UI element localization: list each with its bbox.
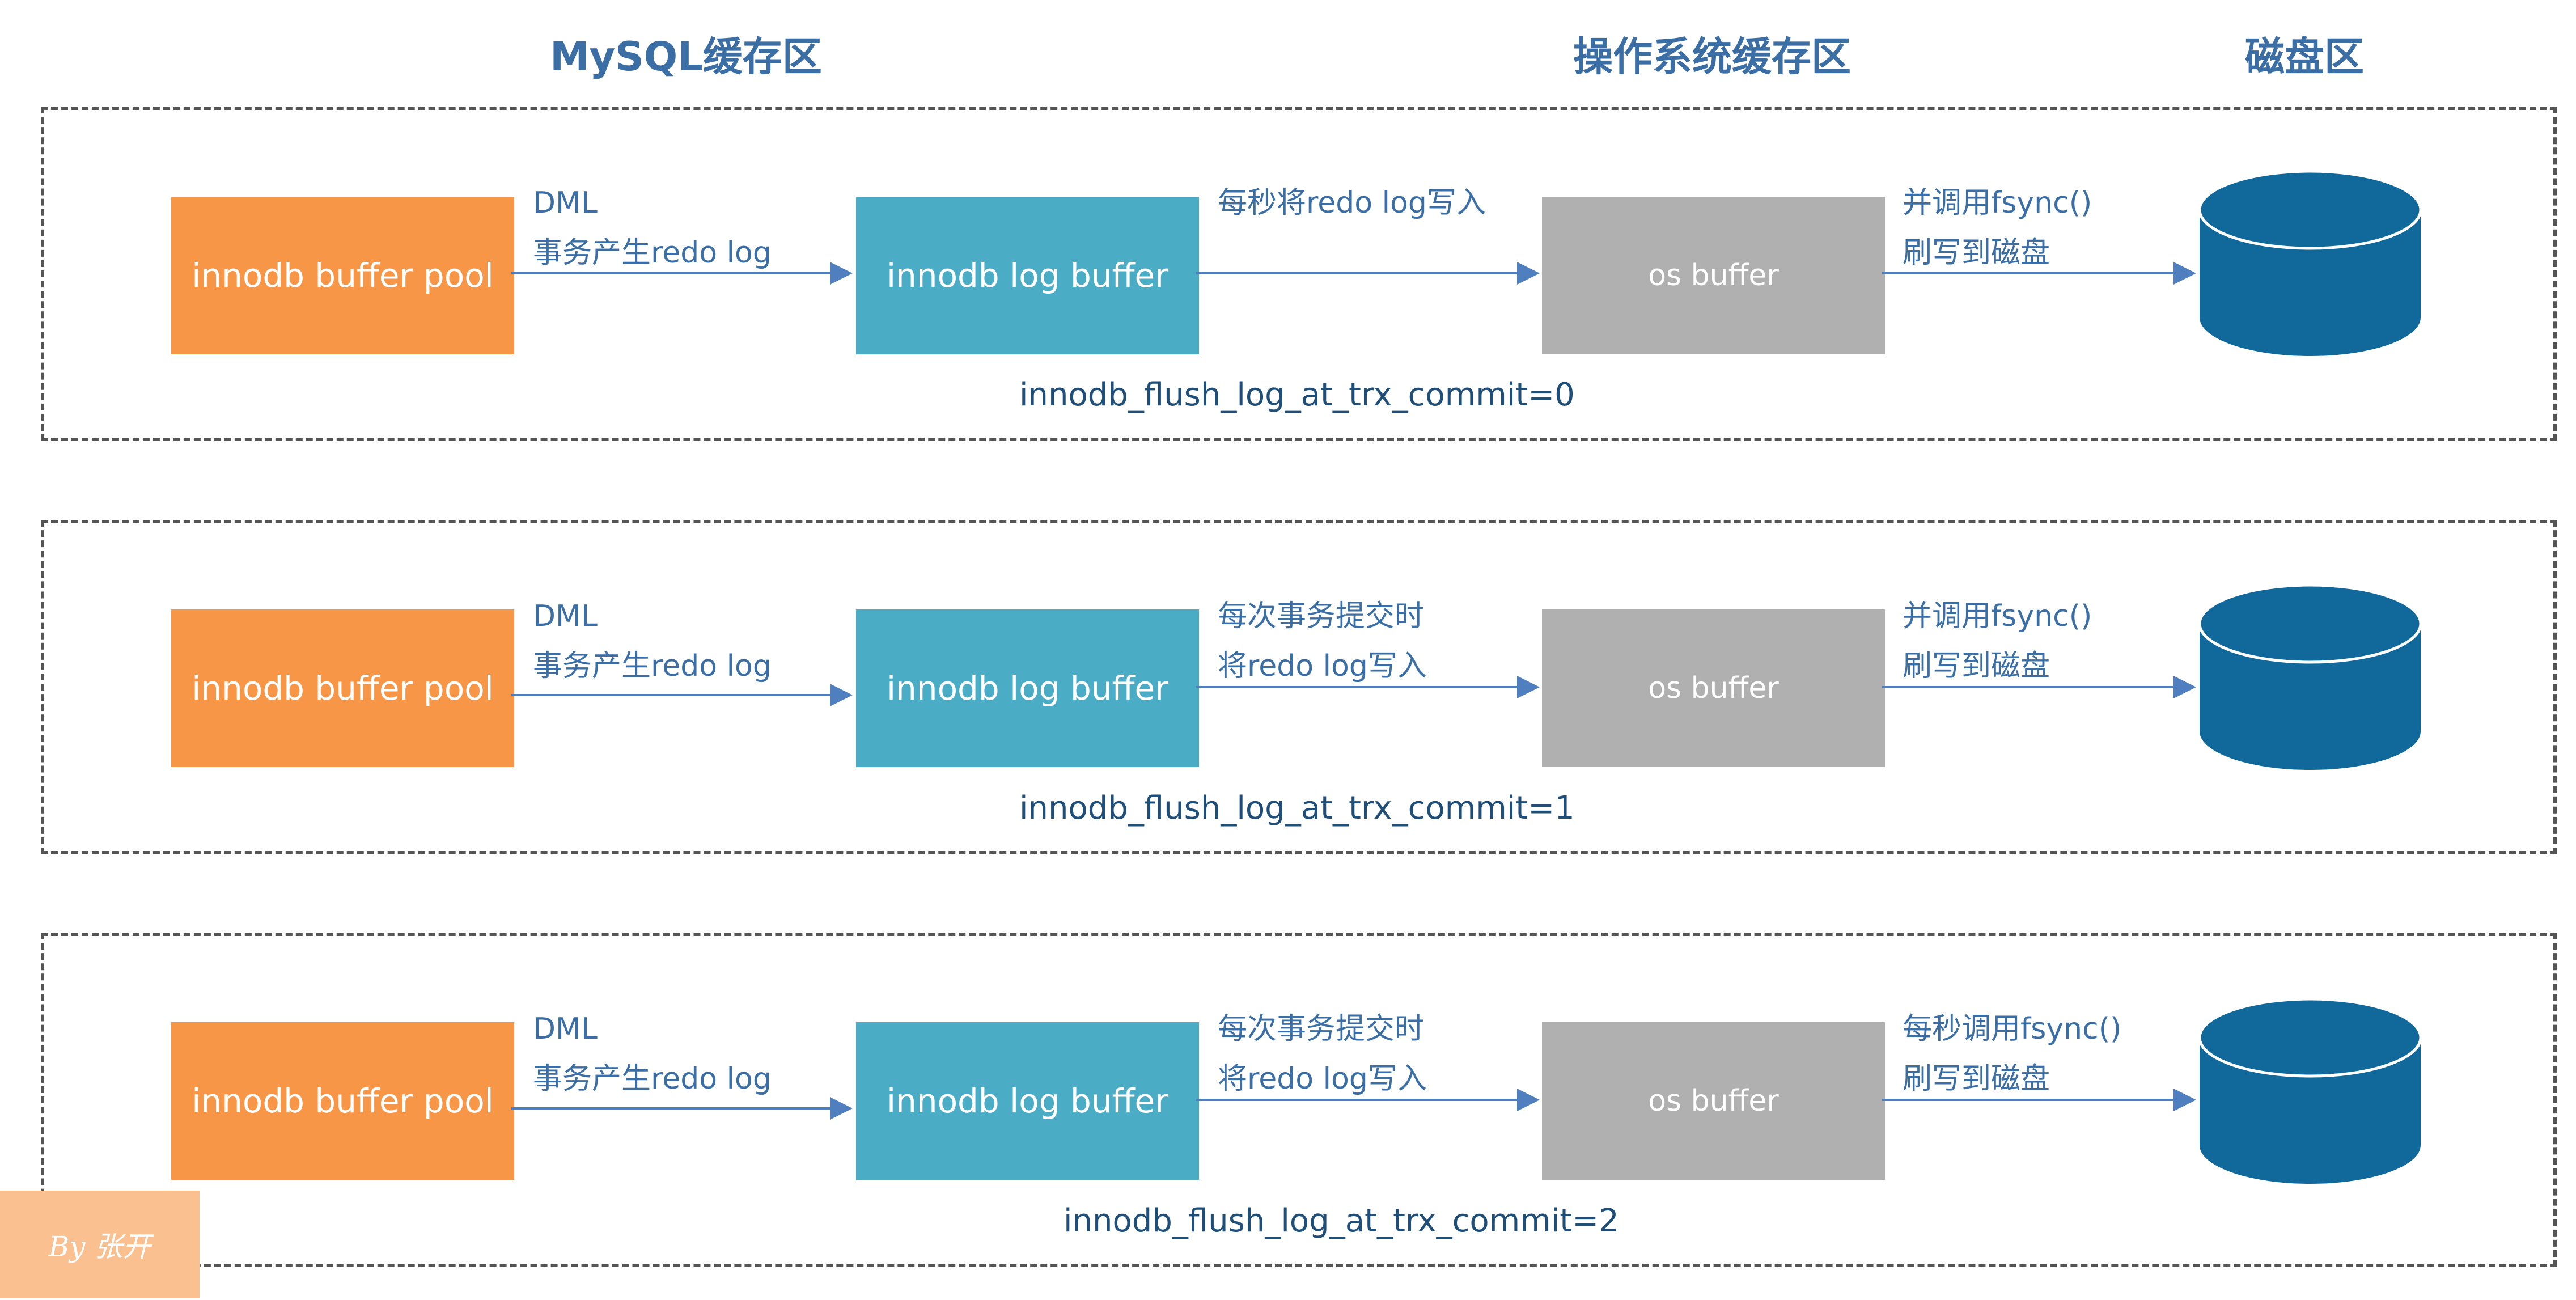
innodb-buffer-pool-box: innodb buffer pool [171,609,514,767]
header-disk: 磁盘区 [2245,33,2364,80]
pool-label: innodb buffer pool [192,669,494,708]
innodb-log-buffer-box: innodb log buffer [856,1022,1199,1180]
commit-param-label: innodb_flush_log_at_trx_commit=1 [1019,790,1575,827]
os-buffer-label: os buffer [1648,671,1779,705]
panel-commit-2: innodb buffer pool innodb log buffer os … [41,933,2557,1267]
commit-param-label: innodb_flush_log_at_trx_commit=0 [1019,376,1575,413]
fsync-annotation: 并调用fsync()刷写到磁盘 [1903,186,2092,270]
os-buffer-label: os buffer [1648,1084,1779,1118]
innodb-buffer-pool-box: innodb buffer pool [171,197,514,354]
os-buffer-box: os buffer [1542,609,1885,767]
innodb-log-buffer-box: innodb log buffer [856,609,1199,767]
header-mysql-cache: MySQL缓存区 [550,33,822,80]
author-watermark: By 张开 [0,1191,200,1298]
log-buffer-label: innodb log buffer [886,1082,1169,1120]
header-os-cache: 操作系统缓存区 [1573,33,1851,80]
innodb-log-buffer-box: innodb log buffer [856,197,1199,354]
log-buffer-label: innodb log buffer [886,669,1169,708]
pool-label: innodb buffer pool [192,256,494,295]
innodb-buffer-pool-box: innodb buffer pool [171,1022,514,1180]
disk-cylinder-icon [2198,170,2422,356]
os-buffer-box: os buffer [1542,1022,1885,1180]
fsync-annotation: 每秒调用fsync()刷写到磁盘 [1903,1012,2122,1096]
write-annotation: 每秒将redo log写入 [1218,186,1486,220]
panel-commit-0: innodb buffer pool innodb log buffer os … [41,107,2557,441]
disk-cylinder-icon [2198,583,2422,770]
disk-cylinder-icon [2198,997,2422,1184]
os-buffer-box: os buffer [1542,197,1885,354]
fsync-annotation: 并调用fsync()刷写到磁盘 [1903,599,2092,683]
log-buffer-label: innodb log buffer [886,256,1169,295]
commit-param-label: innodb_flush_log_at_trx_commit=2 [1064,1202,1619,1239]
write-annotation: 每次事务提交时将redo log写入 [1218,1012,1427,1096]
panel-commit-1: innodb buffer pool innodb log buffer os … [41,520,2557,854]
pool-label: innodb buffer pool [192,1082,494,1120]
os-buffer-label: os buffer [1648,259,1779,293]
write-annotation: 每次事务提交时将redo log写入 [1218,599,1427,683]
